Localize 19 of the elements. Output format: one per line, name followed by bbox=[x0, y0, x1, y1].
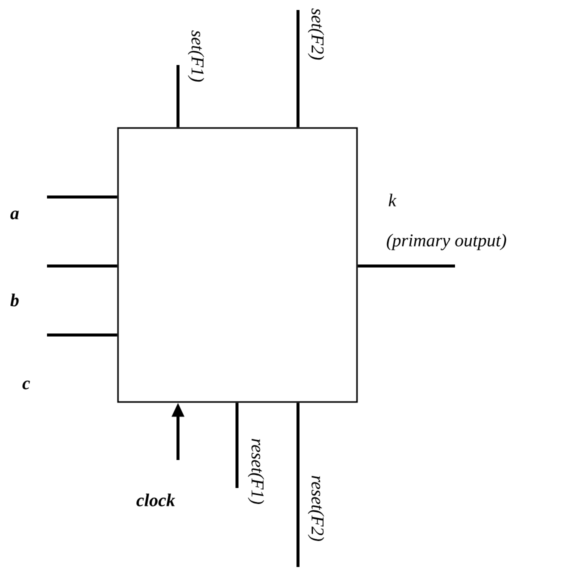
signal-label: reset(F2) bbox=[308, 476, 324, 541]
signal-label: reset(F1) bbox=[248, 438, 264, 504]
signal-note: (primary output) bbox=[386, 234, 506, 250]
pin-line bbox=[47, 264, 118, 268]
pin-line bbox=[47, 196, 118, 198]
pin-line bbox=[47, 334, 118, 336]
block-box bbox=[117, 127, 358, 403]
signal-label: clock bbox=[136, 494, 176, 506]
signal-label: c bbox=[22, 380, 30, 390]
signal-label: set(F2) bbox=[308, 8, 324, 60]
pin-line bbox=[296, 10, 300, 128]
signal-label: b bbox=[10, 294, 19, 306]
pin-line bbox=[296, 402, 300, 567]
signal-label: set(F1) bbox=[188, 30, 204, 82]
pin-line bbox=[358, 264, 455, 268]
signal-label: k bbox=[388, 194, 396, 206]
pin-line bbox=[236, 402, 238, 488]
pin-line bbox=[176, 65, 180, 128]
signal-label: a bbox=[10, 210, 19, 220]
